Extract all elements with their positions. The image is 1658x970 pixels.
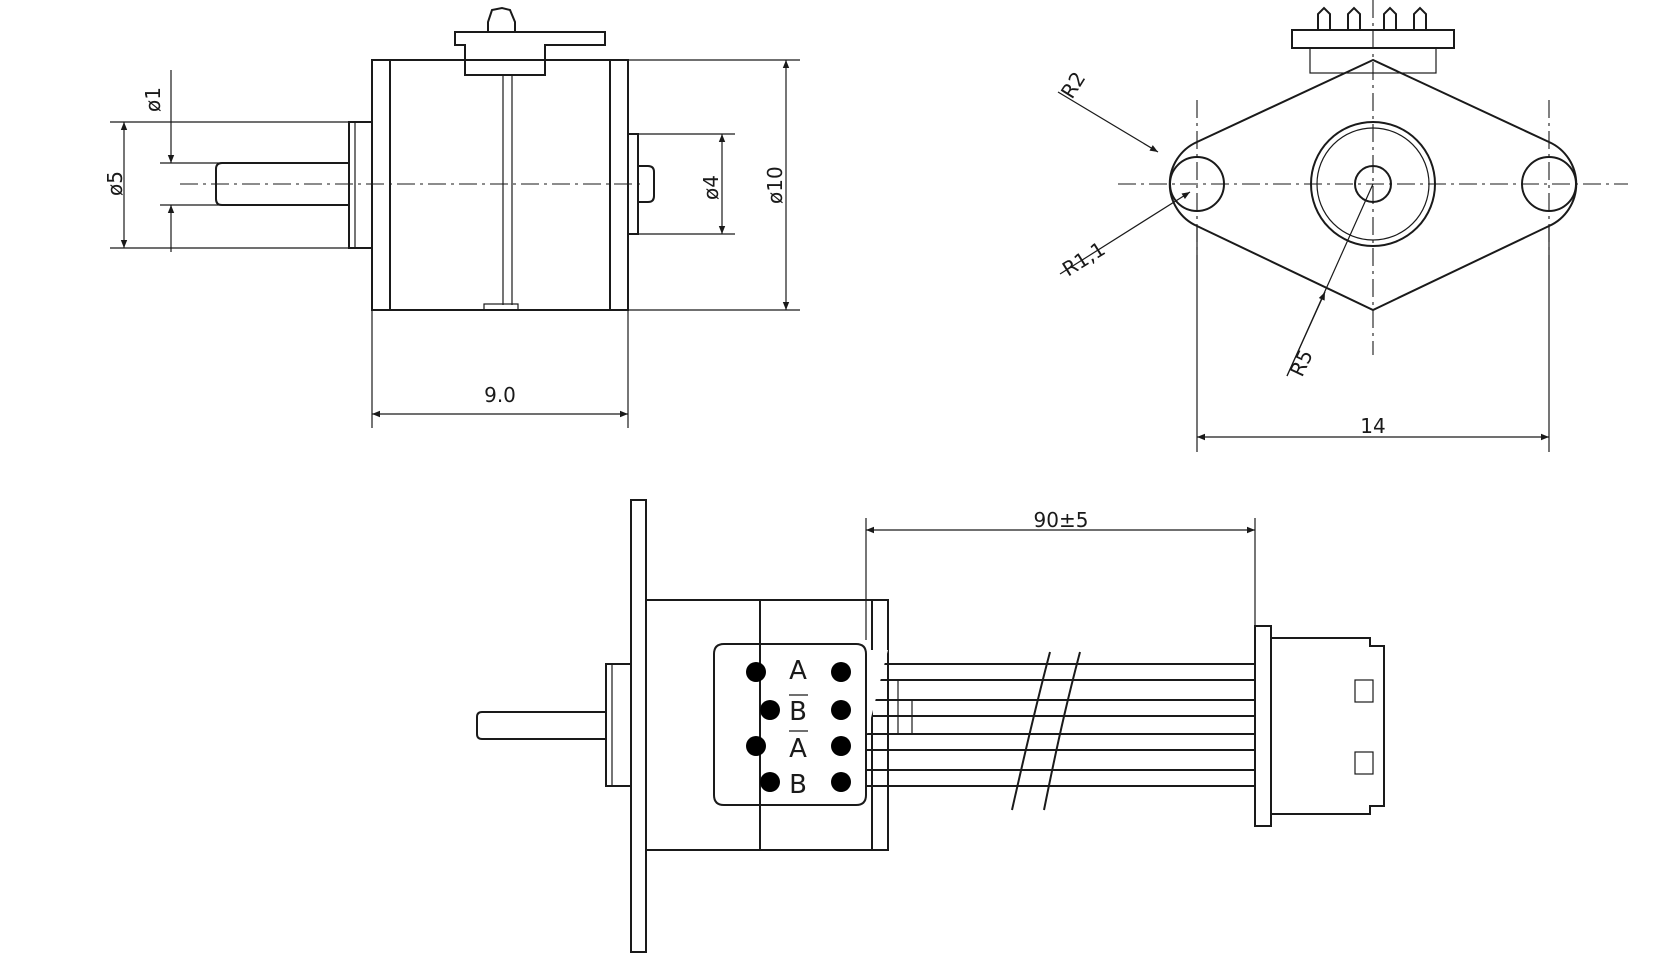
side-view: ø1 ø5 ø4 ø10 9.0	[103, 6, 800, 428]
dim-r2-label: R2	[1056, 67, 1090, 102]
dim-r5-label: R5	[1285, 346, 1318, 380]
dim-length-label: 9.0	[484, 383, 516, 407]
dim-d4-label: ø4	[699, 175, 723, 200]
dim-d1-label: ø1	[141, 87, 165, 112]
dim-r11-label: R1,1	[1058, 237, 1109, 282]
wiring-motor-body	[645, 599, 889, 851]
pin-label-a-bar: A	[789, 734, 807, 764]
front-view: R2 R1,1 R5 14	[1056, 0, 1628, 452]
dim-d10-label: ø10	[763, 166, 787, 204]
mount-hole-left	[1169, 156, 1225, 212]
wire-break-mark	[1011, 651, 1081, 811]
shaft-section	[1354, 165, 1392, 203]
dim-d5-label: ø5	[103, 171, 127, 196]
wiring-view: A B A B 90±5	[476, 499, 1385, 953]
motor-housing	[371, 59, 629, 311]
dim-width-label: 14	[1360, 414, 1385, 438]
connector-latch-top	[1354, 679, 1374, 703]
mount-hole-right	[1521, 156, 1577, 212]
lead-wires	[866, 663, 1255, 787]
connector-latch-bottom	[1354, 751, 1374, 775]
pin-label-b: B	[789, 770, 807, 800]
front-bearing	[348, 121, 373, 249]
dim-lead-length-label: 90±5	[1034, 508, 1089, 532]
top-connector	[454, 31, 606, 76]
rear-boss	[627, 133, 639, 235]
wiring-shaft	[476, 711, 606, 740]
wiring-mount-plate	[630, 499, 647, 953]
wire-connector	[1254, 625, 1272, 827]
pin-block	[713, 643, 867, 806]
pin-label-a: A	[789, 656, 807, 686]
wiring-front-bearing	[605, 663, 632, 787]
mounting-flange	[1168, 58, 1578, 312]
pin-label-b-bar: B	[789, 697, 807, 727]
central-boss	[1310, 121, 1436, 247]
